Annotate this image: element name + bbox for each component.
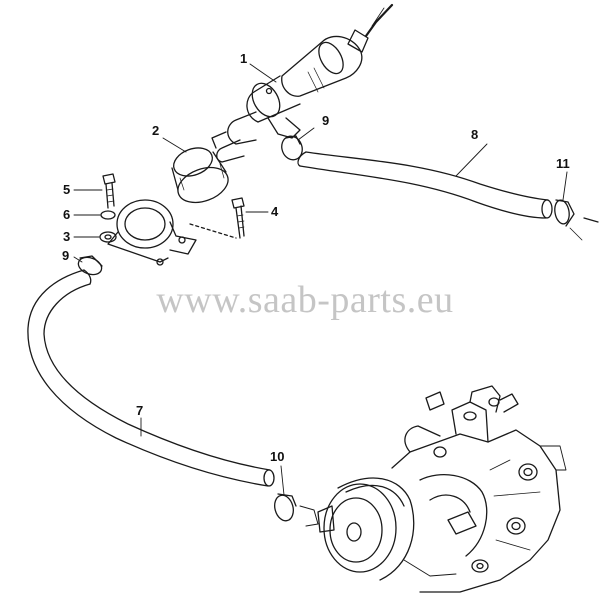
callout-7: 7 <box>136 403 144 418</box>
pump-part-1 <box>211 29 369 163</box>
callout-11: 11 <box>556 156 570 171</box>
callout-1: 1 <box>240 51 248 66</box>
hose-clip-part-10 <box>274 493 319 527</box>
bracket-clamp <box>107 199 237 266</box>
hose-clip-part-11 <box>554 199 599 241</box>
callout-3: 3 <box>63 229 71 244</box>
bolt-part-4 <box>231 197 245 239</box>
sleeve-part-2 <box>171 147 229 204</box>
nut-part-3 <box>99 231 117 243</box>
leader-lines <box>73 63 568 496</box>
screw-part-5 <box>102 173 116 209</box>
hose-part-8 <box>297 151 553 219</box>
callout-5: 5 <box>63 182 71 197</box>
washer-part-6 <box>100 210 116 220</box>
callout-4: 4 <box>271 204 279 219</box>
callout-6: 6 <box>63 207 71 222</box>
watermark: www.saab-parts.eu <box>156 279 454 321</box>
callout-9-upper: 9 <box>322 113 330 128</box>
hose-clip-part-9-upper <box>281 135 303 161</box>
cable-wire <box>364 3 394 38</box>
callout-2: 2 <box>152 123 160 138</box>
hose-clip-part-9-lower <box>77 255 103 276</box>
callout-9-lower: 9 <box>62 248 70 263</box>
callout-8: 8 <box>471 127 479 142</box>
callout-10: 10 <box>270 449 285 464</box>
secondary-air-pump <box>317 385 567 593</box>
hose-part-7 <box>27 269 275 487</box>
